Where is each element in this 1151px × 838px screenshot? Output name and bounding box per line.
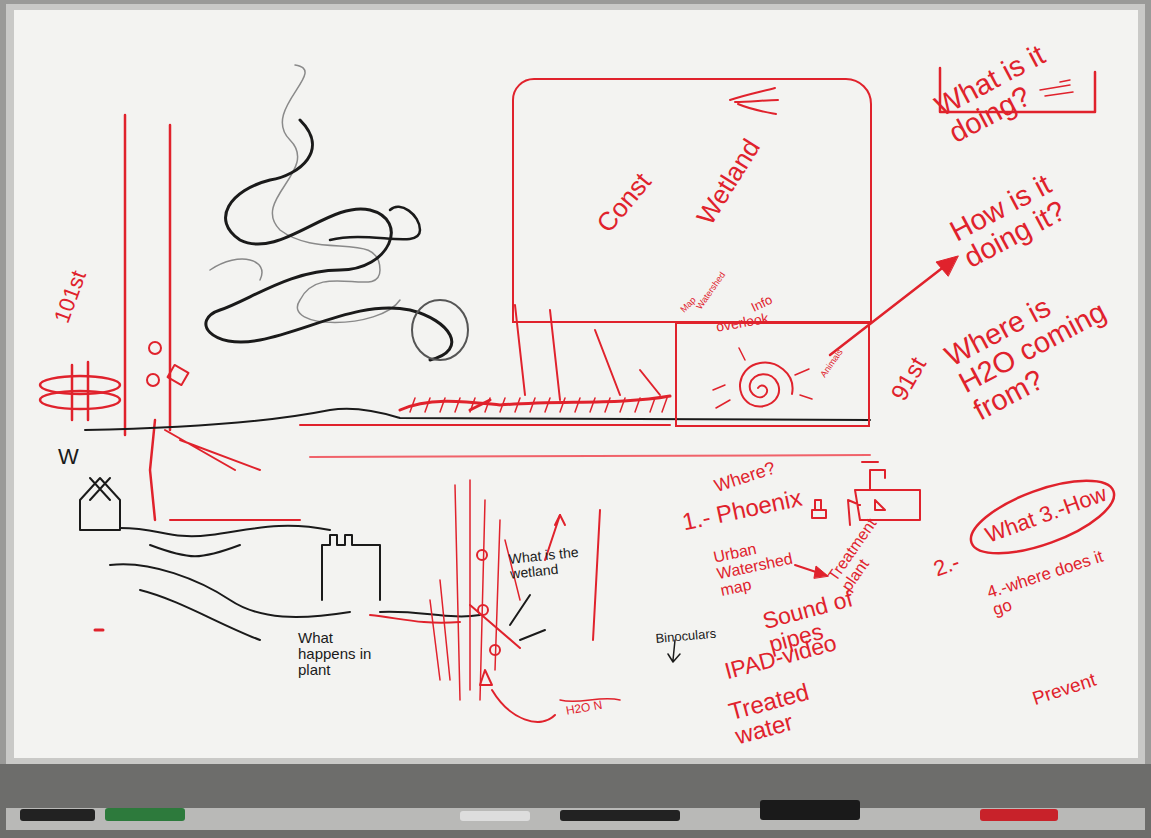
sign-symbol — [168, 365, 189, 385]
sketch-box: Const Wetland — [512, 78, 872, 323]
eraser — [760, 800, 860, 820]
boardwalk-hatch — [410, 398, 667, 412]
node-text: 2.- — [931, 550, 963, 580]
stream-line — [515, 305, 660, 400]
handwritten-note: What is it doing? — [930, 25, 1091, 149]
house-symbol — [80, 478, 120, 530]
faucet-symbol — [848, 462, 920, 525]
road-line — [165, 430, 260, 470]
marker — [105, 808, 185, 821]
node-text: Animals — [819, 348, 845, 380]
handwritten-note: W — [58, 445, 79, 468]
handwritten-note: Where is H2O coming from? — [940, 265, 1133, 425]
ray-line — [713, 348, 812, 408]
marker — [460, 811, 530, 821]
person-symbol — [477, 550, 487, 560]
reed-line — [430, 480, 520, 700]
road-line — [125, 115, 170, 520]
board-surface — [14, 10, 1138, 758]
person-symbol — [147, 374, 159, 386]
arrow-head — [936, 256, 958, 276]
marker — [980, 809, 1058, 821]
handwritten-note: 1.- Phoenix — [680, 485, 804, 535]
black-squiggle — [330, 207, 420, 240]
person-symbol — [478, 605, 488, 615]
node-text: overlook — [715, 311, 770, 335]
handwritten-note: 91st — [886, 353, 931, 405]
handwritten-note: 101st — [50, 267, 90, 325]
handwritten-note: 4.-where does it go — [985, 545, 1120, 619]
handwritten-note: Urban Watershed map — [712, 531, 811, 599]
cone-symbol — [480, 670, 492, 685]
person-symbol — [149, 342, 161, 354]
handwritten-note: Binoculars — [655, 627, 717, 646]
node-text: Watershed — [695, 271, 728, 312]
arrow-line — [830, 262, 950, 355]
flow-line — [380, 612, 480, 617]
handwritten-note: How is it doing it? — [945, 150, 1106, 274]
plant-symbol — [322, 535, 380, 600]
handwritten-note: Treatment plant — [825, 526, 887, 594]
pointer-line — [510, 595, 545, 640]
faded-squiggle — [272, 65, 400, 323]
handwritten-note: What is the wetland — [508, 541, 620, 582]
path-line — [310, 455, 870, 457]
handwritten-note: What happens in plant — [298, 630, 393, 677]
flow-line — [170, 519, 300, 521]
binocular-symbol — [812, 500, 826, 518]
node-text: What 3.-How — [982, 482, 1109, 547]
handwritten-note: H2O N — [565, 699, 603, 718]
handwritten-note: Prevent — [1030, 670, 1098, 709]
arrow-line — [470, 400, 490, 410]
reed-symbol — [730, 88, 778, 114]
board-frame — [6, 4, 1145, 764]
coil-symbol — [72, 362, 88, 420]
marker — [20, 809, 95, 821]
coil-symbol — [40, 391, 120, 409]
wall-below — [0, 764, 1151, 838]
person-symbol — [490, 645, 500, 655]
marker — [560, 810, 680, 821]
arrow-head — [555, 515, 565, 525]
flow-line — [110, 564, 350, 640]
reed-line — [470, 510, 600, 648]
black-squiggle — [206, 120, 452, 360]
mark — [95, 629, 103, 632]
faded-circle — [412, 300, 468, 360]
flow-line — [120, 526, 330, 557]
flow-line — [370, 615, 460, 623]
node-text: Const — [592, 168, 657, 238]
path-line — [300, 424, 670, 426]
arrow-line — [492, 690, 555, 722]
faded-squiggle — [210, 259, 262, 280]
sketch-box: MapWatershedInfooverlookAnimals — [675, 322, 870, 427]
marker-tray — [6, 808, 1145, 830]
handwritten-note: Treated water — [726, 669, 855, 749]
node-text: Wetland — [692, 135, 765, 230]
spiral-symbol — [740, 363, 793, 407]
